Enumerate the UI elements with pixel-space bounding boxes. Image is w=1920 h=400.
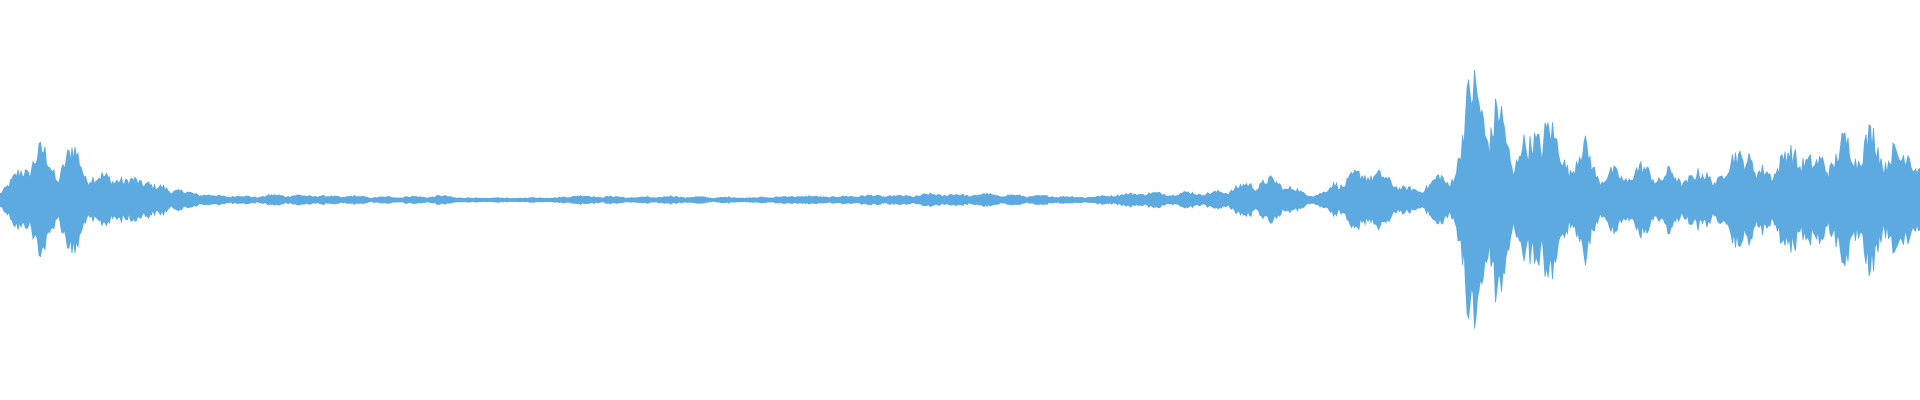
waveform-envelope — [0, 70, 1920, 329]
waveform-bars — [0, 70, 1920, 329]
